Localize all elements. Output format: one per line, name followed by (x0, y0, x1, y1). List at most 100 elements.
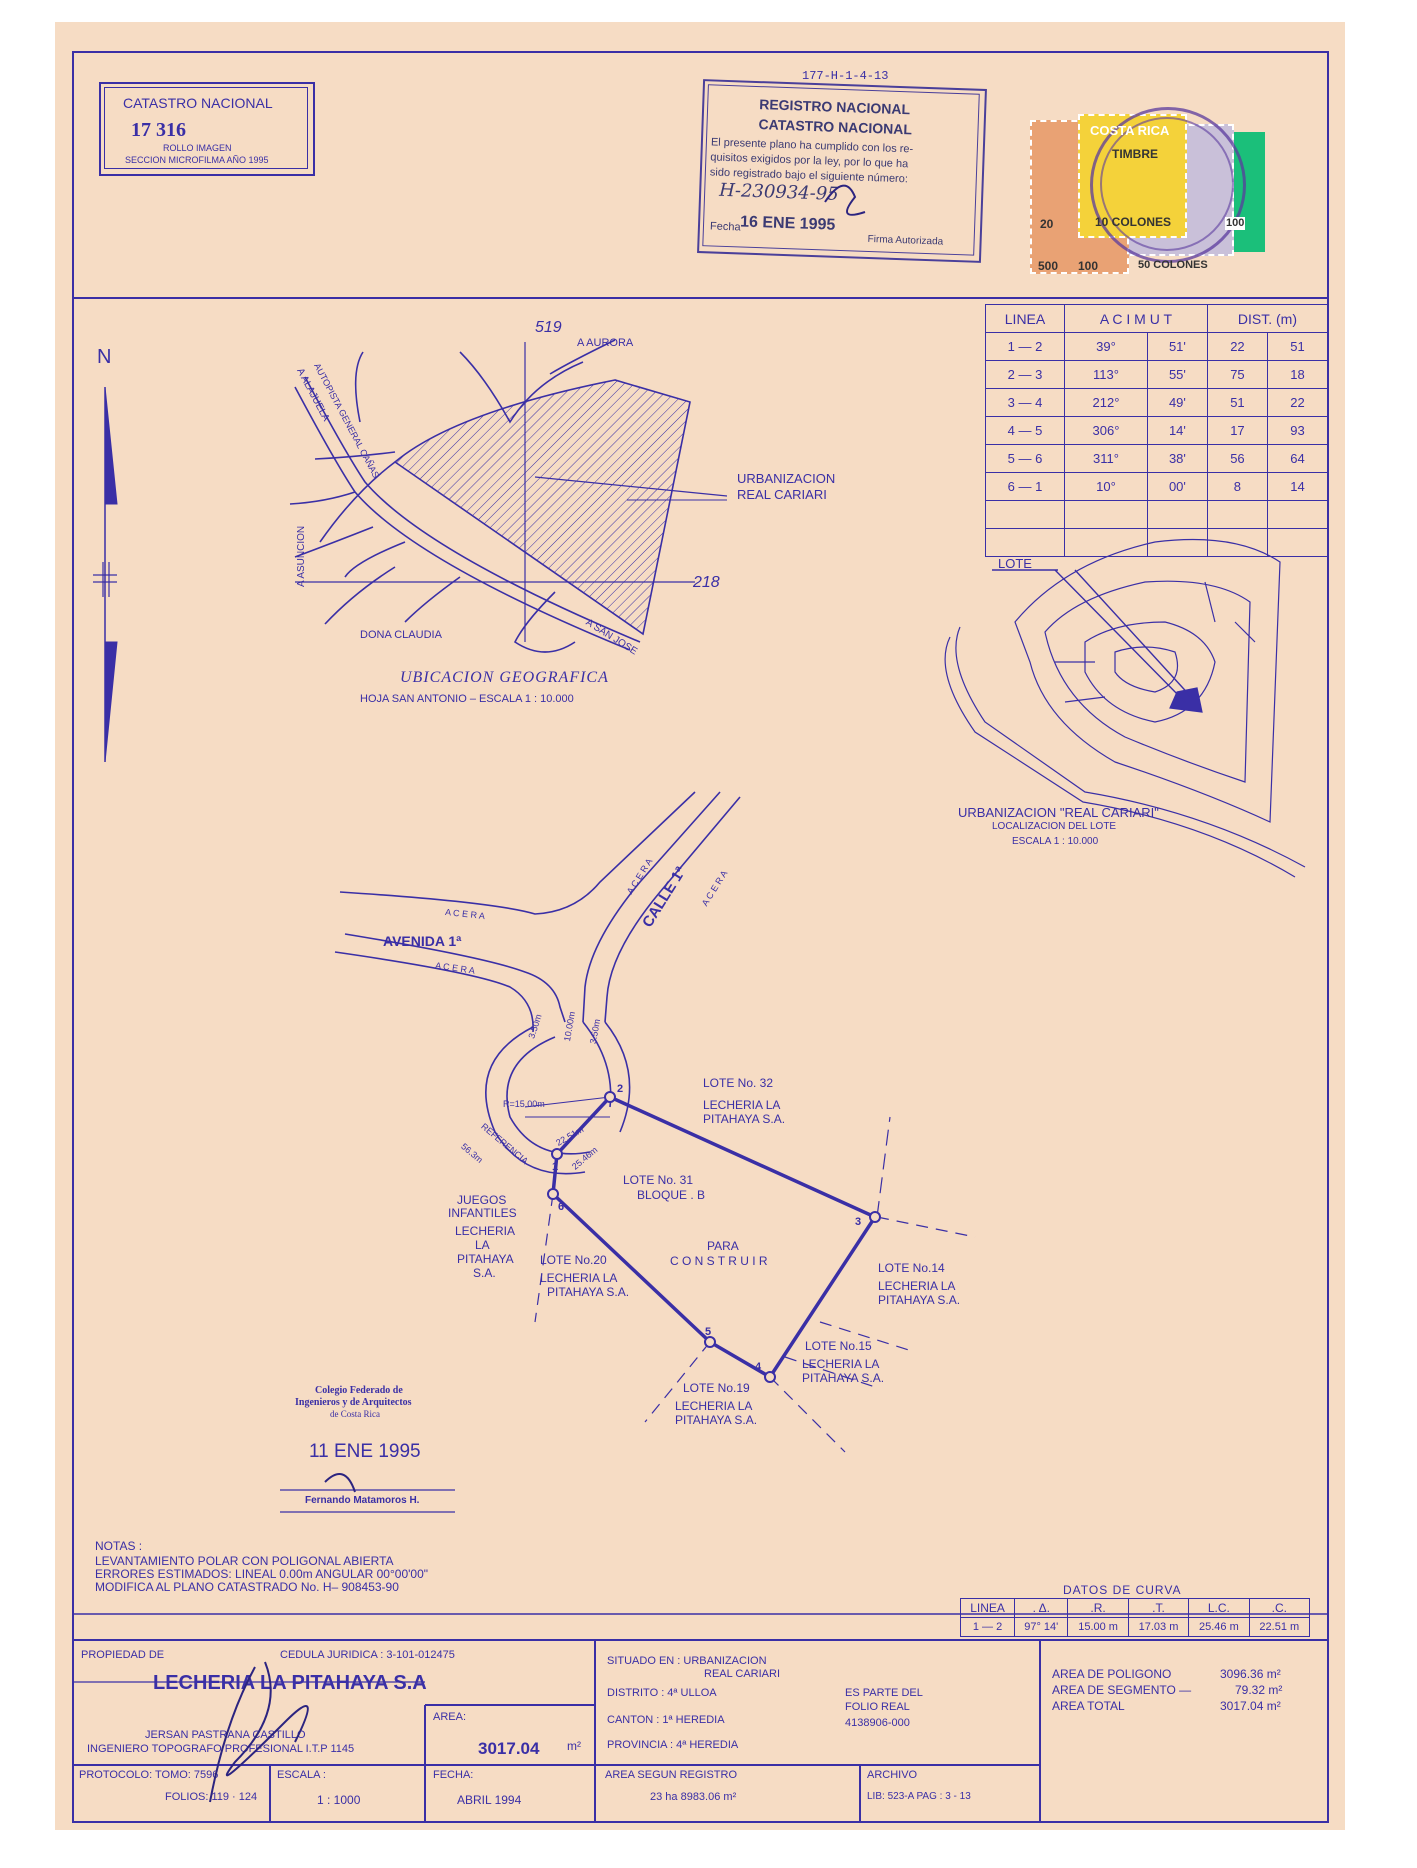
area-unit: m² (567, 1739, 581, 1753)
catastro-line1: ROLLO IMAGEN (163, 143, 232, 153)
area-total-label: AREA TOTAL (1052, 1699, 1125, 1713)
area-label: AREA: (433, 1711, 467, 1723)
lote-map-sub1: LOCALIZACION DEL LOTE (992, 821, 1117, 832)
protocolo: PROTOCOLO: TOMO: 7596 (79, 1769, 219, 1781)
catastro-line2: SECCION MICROFILMA AÑO 1995 (125, 155, 269, 165)
colegio-name: Fernando Matamoros H. (305, 1495, 420, 1506)
acimut-header-dist: DIST. (m) (1206, 304, 1329, 333)
lote20-owner1: LECHERIA LA (540, 1271, 618, 1285)
notas-line3: MODIFICA AL PLANO CATASTRADO No. H– 9084… (95, 1580, 399, 1594)
juegos-label: JUEGOS (457, 1193, 507, 1207)
notas-title: NOTAS : (95, 1539, 143, 1553)
location-sketch (289, 339, 728, 653)
grid-218: 218 (693, 574, 720, 591)
lote14-owner2: PITAHAYA S.A. (878, 1293, 961, 1307)
folios: FOLIOS: 119 · 124 (165, 1791, 258, 1803)
lote-label: LOTE (998, 556, 1032, 571)
stamp-10-colones: 10 COLONES (1095, 215, 1172, 229)
asuncion-label: A ASUNCION (296, 525, 307, 587)
acimut-header-linea: LINEA (985, 304, 1065, 333)
point-label-1: 1 (552, 1161, 559, 1173)
catastro-number: 17 316 (131, 119, 186, 141)
lote14-label: LOTE No.14 (878, 1261, 945, 1275)
propiedad-label: PROPIEDAD DE (81, 1649, 165, 1661)
lote15-owner2: PITAHAYA S.A. (802, 1371, 885, 1385)
lote32-label: LOTE No. 32 (703, 1076, 774, 1090)
stamp-50-colones: 50 COLONES (1138, 259, 1208, 271)
juegos-owner1: LECHERIA (455, 1224, 516, 1238)
lote20-owner2: PITAHAYA S.A. (547, 1285, 630, 1299)
north-arrow (93, 386, 118, 763)
avenida-label: AVENIDA 1ª (383, 933, 462, 949)
stamp-timbre: TIMBRE (1112, 147, 1158, 161)
infantiles-label: INFANTILES (448, 1206, 517, 1220)
stamp-500: 500 (1038, 259, 1059, 273)
point-3 (869, 1211, 881, 1223)
radio-label: R=15.00m (503, 1099, 545, 1109)
point-label-4: 4 (755, 1361, 762, 1373)
point-label-5: 5 (705, 1326, 712, 1338)
area-total-value: 3017.04 m² (1220, 1699, 1281, 1713)
plan-points (547, 1091, 881, 1383)
engineer-title: INGENIERO TOPOGRAFO PROFESIONAL I.T.P 11… (87, 1743, 355, 1755)
area-registro-value: 23 ha 8983.06 m² (650, 1791, 737, 1803)
area-registro-label: AREA SEGUN REGISTRO (605, 1769, 738, 1781)
engineer-name: JERSAN PASTRANA CASTILLO (145, 1729, 306, 1741)
lote20-label: LOTE No.20 (540, 1253, 607, 1267)
lote-map-title: URBANIZACION "REAL CARIARI" (958, 805, 1159, 820)
registro-stamp: REGISTRO NACIONAL CATASTRO NACIONAL El p… (697, 79, 987, 263)
notas-line2: ERRORES ESTIMADOS: LINEAL 0.00m ANGULAR … (95, 1567, 429, 1581)
area-value: 3017.04 (478, 1739, 540, 1758)
point-1 (551, 1148, 563, 1160)
grid-519: 519 (535, 319, 562, 336)
north-label: N (97, 346, 112, 368)
area-segmento-label: AREA DE SEGMENTO — (1052, 1683, 1192, 1697)
lote15-owner1: LECHERIA LA (802, 1357, 880, 1371)
point-label-3: 3 (855, 1216, 862, 1228)
acimut-header-acimut: A C I M U T (1064, 304, 1208, 333)
construir-label: C O N S T R U I R (670, 1254, 768, 1268)
provincia: PROVINCIA : 4ª HEREDIA (607, 1739, 739, 1751)
point-label-6: 6 (558, 1201, 565, 1213)
lote19-owner1: LECHERIA LA (675, 1399, 753, 1413)
colegio-line1: Colegio Federado de (315, 1385, 403, 1396)
area-segmento-value: 79.32 m² (1235, 1683, 1283, 1697)
escala-value: 1 : 1000 (317, 1793, 361, 1807)
fecha-value: ABRIL 1994 (457, 1793, 522, 1807)
point-4 (764, 1371, 776, 1383)
distrito: DISTRITO : 4ª ULLOA (607, 1687, 717, 1699)
urbanizacion-label: URBANIZACION (737, 471, 836, 486)
outer-frame (72, 51, 1329, 1823)
stamp-100b: 100 (1225, 217, 1246, 230)
lote31-label: LOTE No. 31 (623, 1173, 694, 1187)
lote19-owner2: PITAHAYA S.A. (675, 1413, 758, 1427)
colegio-line3: de Costa Rica (330, 1409, 380, 1419)
dona-claudia-label: DONA CLAUDIA (360, 629, 442, 641)
lote14-owner1: LECHERIA LA (878, 1279, 956, 1293)
colegio-date: 11 ENE 1995 (309, 1441, 421, 1462)
colegio-line2: Ingenieros y de Arquitectos (295, 1397, 412, 1408)
escala-label: ESCALA : (277, 1769, 326, 1781)
archivo-value: LIB: 523-A PAG : 3 - 13 (867, 1791, 971, 1802)
situado-line1: SITUADO EN : URBANIZACION (607, 1655, 767, 1667)
aurora-label: A AURORA (577, 337, 634, 349)
drawing-layer (72, 51, 1329, 1823)
bloque-label: BLOQUE . B (637, 1188, 706, 1202)
situado-line2: REAL CARIARI (704, 1668, 781, 1680)
stamp-100: 100 (1078, 259, 1099, 273)
parte-line2: FOLIO REAL (845, 1701, 910, 1713)
stamp-20: 20 (1040, 217, 1054, 231)
registro-number: H-230934-95 (718, 179, 840, 205)
lote15-label: LOTE No.15 (805, 1339, 872, 1353)
catastro-title: CATASTRO NACIONAL (123, 95, 273, 111)
catastro-box: CATASTRO NACIONAL 17 316 ROLLO IMAGEN SE… (99, 82, 315, 176)
ubicacion-title: UBICACION GEOGRAFICA (400, 669, 609, 686)
point-5 (704, 1336, 716, 1348)
curva-table: LINEA . Δ. .R. .T. L.C. .C. 1 — 2 97° 14… (959, 1598, 1311, 1637)
canton: CANTON : 1ª HEREDIA (607, 1714, 725, 1726)
stamp-costa-rica: COSTA RICA (1090, 123, 1170, 138)
plan-sheet: CATASTRO NACIONAL 17 316 ROLLO IMAGEN SE… (55, 22, 1345, 1830)
